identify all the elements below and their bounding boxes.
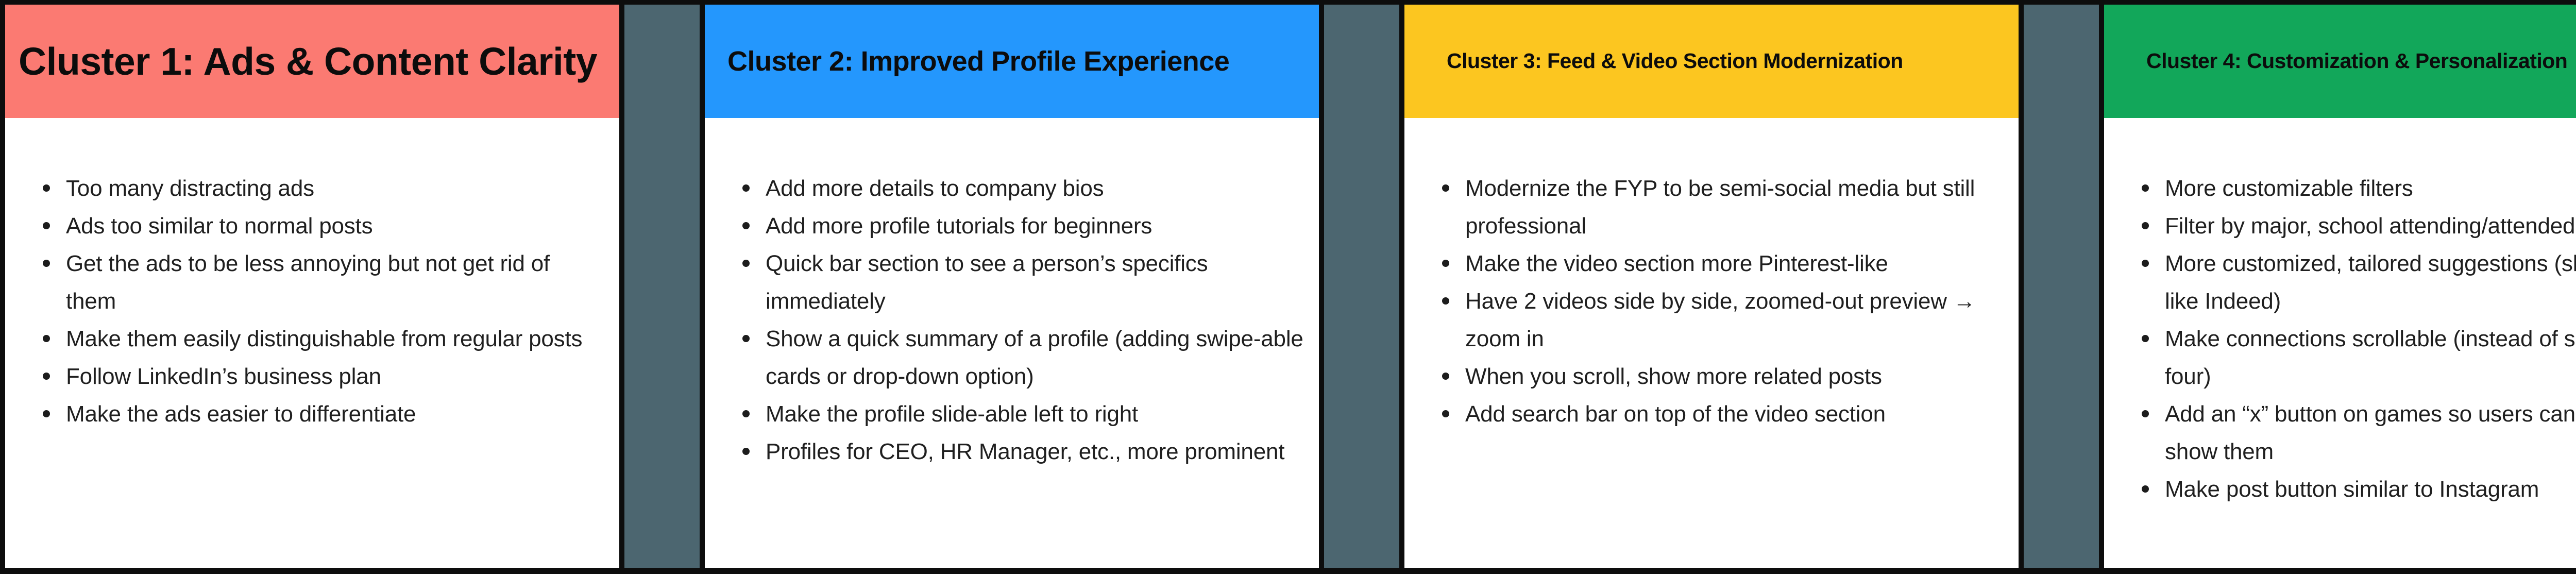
list-item: Ads too similar to normal posts bbox=[43, 207, 604, 245]
list-item: Profiles for CEO, HR Manager, etc., more… bbox=[742, 433, 1303, 470]
list-item: When you scroll, show more related posts bbox=[1442, 358, 2003, 395]
list-item: Make connections scrollable (instead of … bbox=[2142, 320, 2576, 395]
list-item: Have 2 videos side by side, zoomed-out p… bbox=[1442, 282, 2003, 358]
list-item: Add an “x” button on games so users can … bbox=[2142, 395, 2576, 470]
list-item: Filter by major, school attending/attend… bbox=[2142, 207, 2576, 245]
list-item: Get the ads to be less annoying but not … bbox=[43, 245, 604, 320]
card-header: Cluster 3: Feed & Video Section Moderniz… bbox=[1404, 5, 2019, 118]
list-item: Make the profile slide-able left to righ… bbox=[742, 395, 1303, 433]
list-item: Too many distracting ads bbox=[43, 170, 604, 207]
list-item: Add more profile tutorials for beginners bbox=[742, 207, 1303, 245]
bullet-list: Modernize the FYP to be semi-social medi… bbox=[1404, 118, 2019, 433]
card-title: Cluster 1: Ads & Content Clarity bbox=[19, 39, 598, 83]
list-item: Make post button similar to Instagram bbox=[2142, 470, 2576, 508]
card-title: Cluster 2: Improved Profile Experience bbox=[727, 45, 1230, 77]
list-item: More customized, tailored suggestions (s… bbox=[2142, 245, 2576, 320]
cluster-card-2[interactable]: Cluster 2: Improved Profile Experience A… bbox=[700, 5, 1324, 568]
cluster-card-4[interactable]: Cluster 4: Customization & Personalizati… bbox=[2099, 5, 2576, 568]
list-item: Follow LinkedIn’s business plan bbox=[43, 358, 604, 395]
list-item: Make the ads easier to differentiate bbox=[43, 395, 604, 433]
list-item: Make them easily distinguishable from re… bbox=[43, 320, 604, 358]
card-header: Cluster 2: Improved Profile Experience bbox=[705, 5, 1319, 118]
cluster-card-3[interactable]: Cluster 3: Feed & Video Section Moderniz… bbox=[1399, 5, 2024, 568]
list-item: Modernize the FYP to be semi-social medi… bbox=[1442, 170, 2003, 245]
card-header: Cluster 1: Ads & Content Clarity bbox=[5, 5, 619, 118]
list-item: Quick bar section to see a person’s spec… bbox=[742, 245, 1303, 320]
list-item: Make the video section more Pinterest-li… bbox=[1442, 245, 2003, 282]
cluster-card-1[interactable]: Cluster 1: Ads & Content Clarity Too man… bbox=[0, 5, 624, 568]
list-item: Add search bar on top of the video secti… bbox=[1442, 395, 2003, 433]
list-item: Add more details to company bios bbox=[742, 170, 1303, 207]
list-item: More customizable filters bbox=[2142, 170, 2576, 207]
card-header: Cluster 4: Customization & Personalizati… bbox=[2104, 5, 2576, 118]
card-title: Cluster 4: Customization & Personalizati… bbox=[2146, 49, 2568, 73]
list-item: Show a quick summary of a profile (addin… bbox=[742, 320, 1303, 395]
card-title: Cluster 3: Feed & Video Section Moderniz… bbox=[1447, 49, 1903, 73]
